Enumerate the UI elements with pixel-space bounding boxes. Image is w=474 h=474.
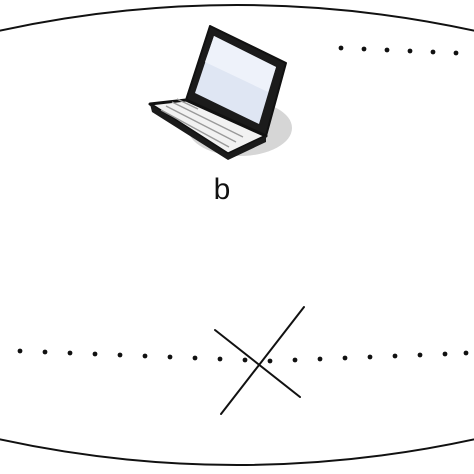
laptop-icon [148, 25, 292, 160]
boundary-ellipse [0, 4, 474, 32]
laptop-screen-glare [205, 36, 276, 92]
dotted-link-top [338, 45, 459, 56]
node-label: b [214, 173, 231, 206]
boundary-ellipse-bottom [0, 438, 474, 466]
cross-marker-icon [214, 306, 305, 415]
dotted-link-bottom [17, 348, 469, 364]
laptop-keyboard [160, 98, 244, 148]
